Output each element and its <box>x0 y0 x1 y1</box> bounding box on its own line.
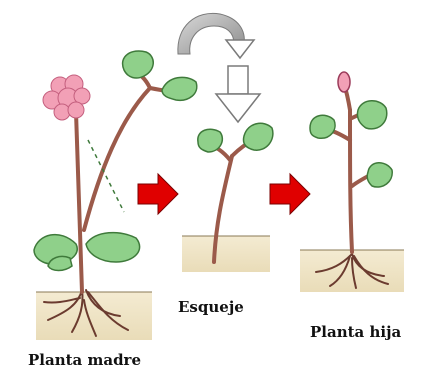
mother-flower <box>43 75 90 120</box>
label-daughter-plant: Planta hija <box>310 323 401 341</box>
cutting-plant <box>182 123 273 272</box>
curved-arrow <box>178 13 260 122</box>
cutting-soil <box>182 236 270 272</box>
red-arrow-left <box>138 174 178 214</box>
label-mother-plant: Planta madre <box>28 351 141 369</box>
daughter-plant <box>300 72 404 292</box>
label-cutting: Esqueje <box>178 298 244 316</box>
daughter-bud <box>338 72 350 92</box>
red-arrow-right <box>270 174 310 214</box>
cutting-leaves <box>198 123 273 152</box>
